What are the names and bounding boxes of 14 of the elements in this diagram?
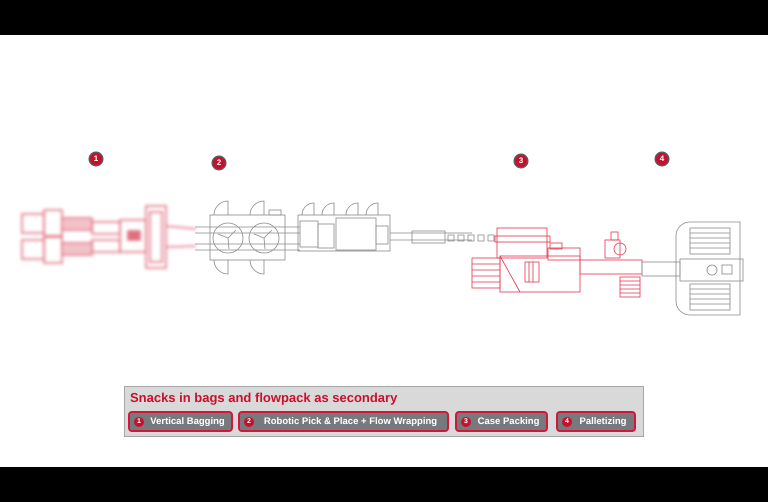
process-step-card [556,411,636,432]
panel-heading: Snacks in bags and flowpack as secondary [130,390,398,405]
step-label: Case Packing [476,416,540,427]
step-label: Palletizing [578,416,628,427]
callout-number: 3 [515,155,527,167]
callout-number: 2 [213,157,225,169]
callout-number: 4 [656,153,668,165]
process-step-card [238,411,449,432]
process-step-card [455,411,548,432]
legend-panel [124,386,644,437]
callout-number: 1 [90,153,102,165]
step-label: Vertical Bagging [149,416,226,427]
step-label: Robotic Pick & Place + Flow Wrapping [262,416,438,427]
process-step-card [128,411,233,432]
